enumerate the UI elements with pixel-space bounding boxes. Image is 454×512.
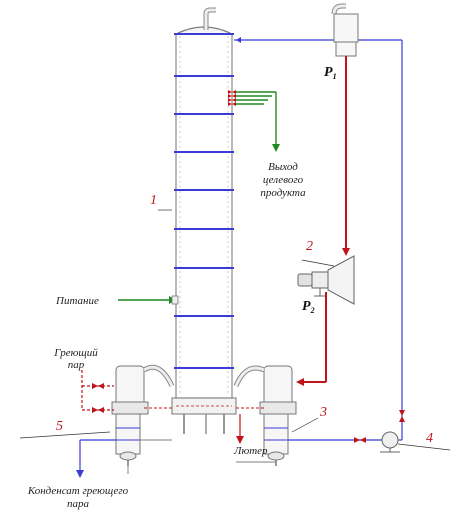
product-label-line1: Выход bbox=[268, 161, 298, 173]
p2-to-reboiler-line bbox=[302, 292, 327, 383]
luter-line bbox=[205, 414, 244, 444]
steam-label-line1: Греющий bbox=[53, 347, 98, 359]
steam-inlet bbox=[81, 370, 114, 413]
leader-line-2 bbox=[301, 259, 335, 267]
p2-label: P2 bbox=[302, 299, 315, 315]
label-2: 2 bbox=[306, 239, 313, 254]
label-3: 3 bbox=[319, 405, 327, 420]
distillation-column bbox=[171, 7, 237, 434]
right-reboiler bbox=[233, 365, 297, 466]
luter-label: Лютер bbox=[233, 445, 268, 457]
label-1: 1 bbox=[150, 193, 157, 208]
condensate-label-line1: Конденсат греющего bbox=[27, 485, 129, 497]
feed-line bbox=[118, 295, 179, 305]
arrow-icon bbox=[296, 378, 304, 386]
pump-4-valve bbox=[399, 410, 405, 422]
leader-line-3 bbox=[291, 417, 319, 433]
label-4: 4 bbox=[426, 431, 433, 446]
product-valves bbox=[228, 90, 236, 106]
condensate-line bbox=[79, 439, 116, 472]
vapor-line bbox=[234, 37, 403, 441]
p1-label: P1 bbox=[324, 65, 337, 81]
product-label-line3: продукта bbox=[260, 187, 306, 199]
p1-condenser bbox=[331, 3, 359, 57]
steam-label-line2: пар bbox=[68, 359, 85, 371]
product-draw-off bbox=[228, 90, 280, 152]
pump-4 bbox=[380, 431, 400, 453]
left-reboiler bbox=[111, 364, 175, 466]
arrow-icon bbox=[76, 470, 84, 478]
product-label-line2: целевого bbox=[263, 174, 304, 186]
return-line bbox=[288, 437, 382, 443]
arrow-icon bbox=[342, 248, 350, 256]
label-5: 5 bbox=[56, 419, 63, 434]
leader-line-5 bbox=[19, 431, 111, 439]
condensate-label-line2: пара bbox=[67, 498, 90, 510]
bottom-pipes bbox=[127, 439, 276, 474]
arrow-icon bbox=[272, 144, 280, 152]
p2-pump bbox=[297, 255, 355, 305]
column-flanges bbox=[174, 33, 234, 369]
feed-label: Питание bbox=[55, 295, 99, 307]
leader-line-4 bbox=[397, 443, 451, 451]
